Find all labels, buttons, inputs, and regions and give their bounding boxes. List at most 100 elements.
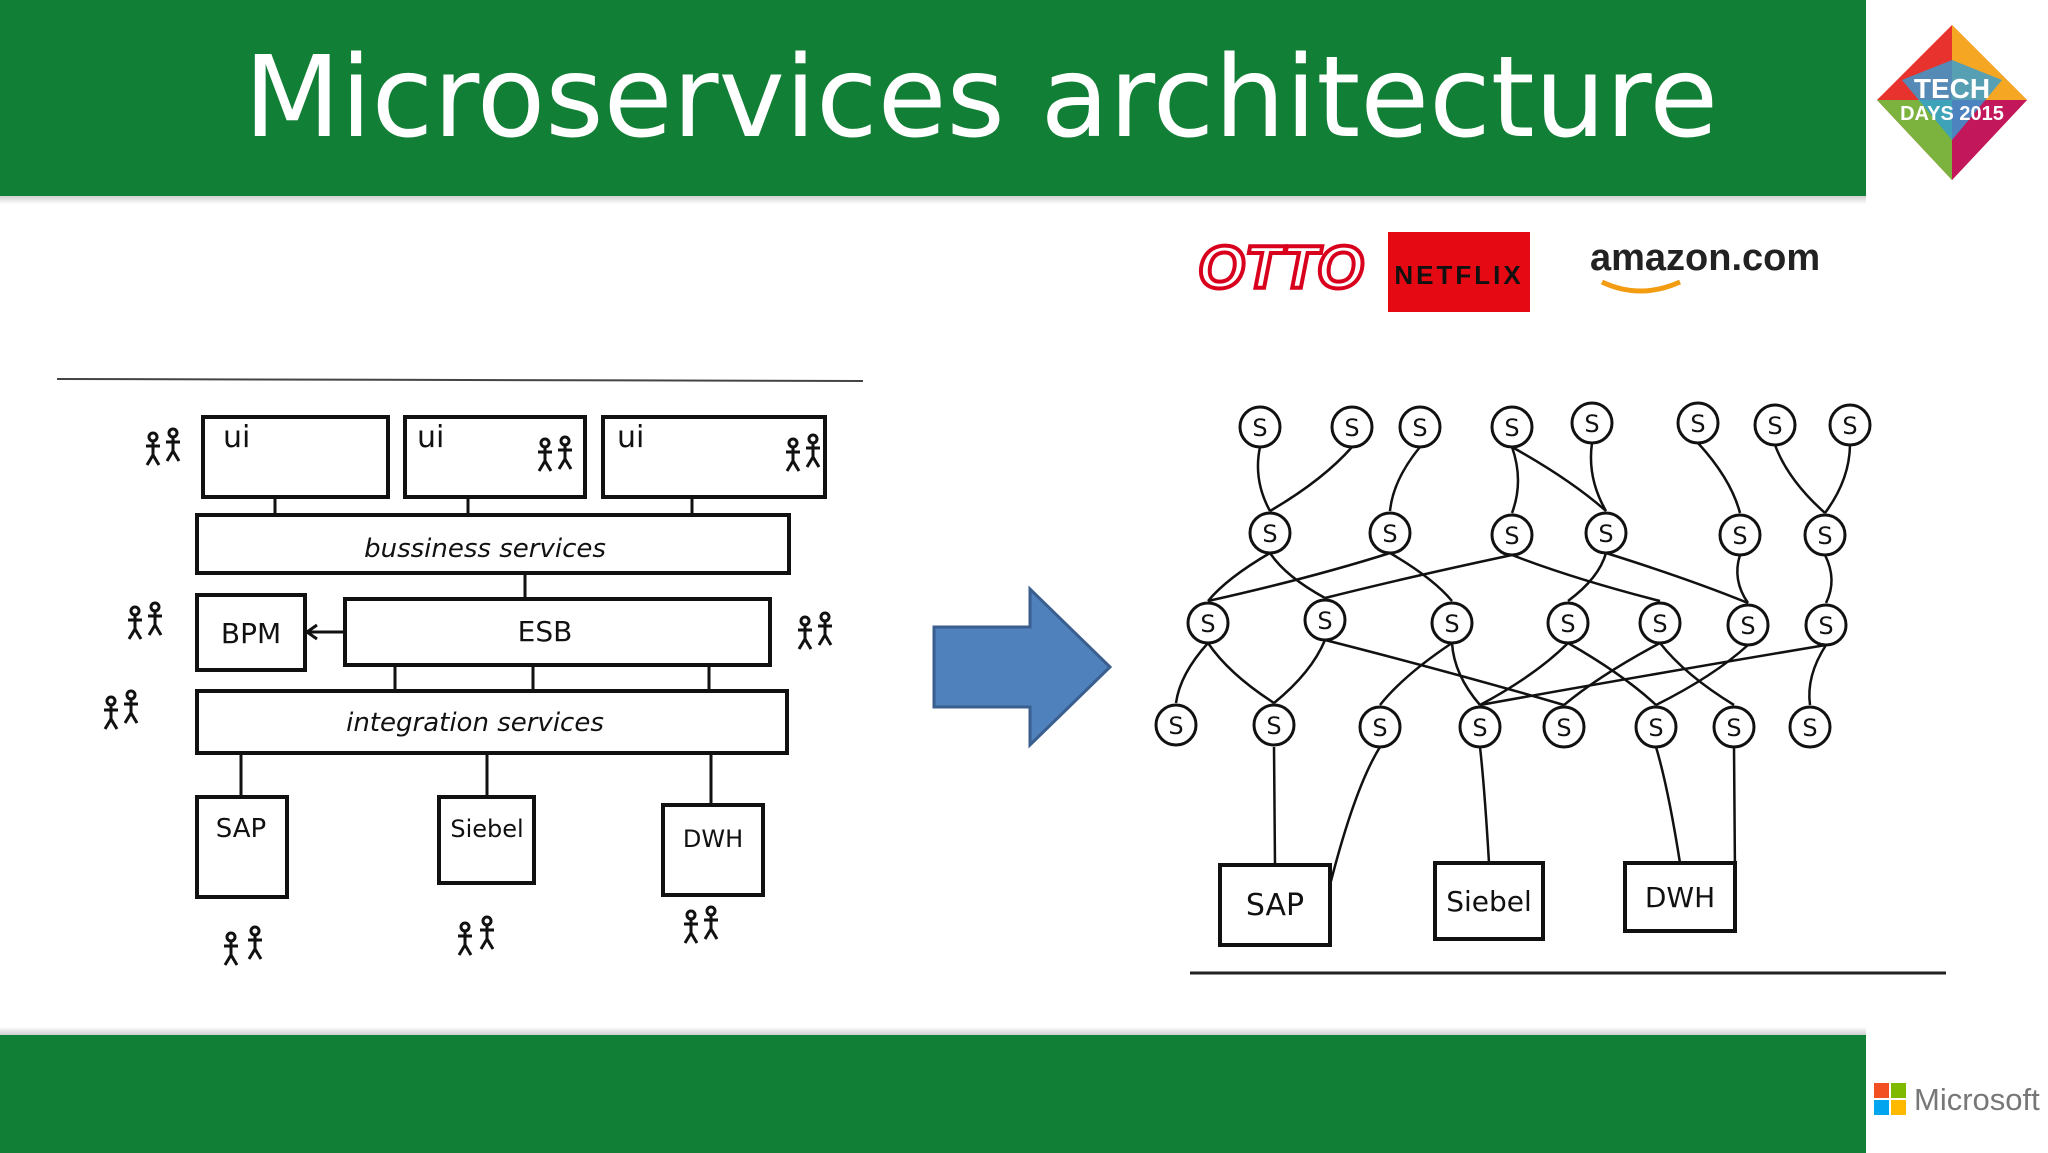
service-link bbox=[1206, 642, 1275, 705]
dwh-box bbox=[661, 803, 765, 897]
service-node bbox=[1712, 705, 1756, 749]
service-node bbox=[1154, 703, 1198, 747]
service-node-label: S bbox=[1168, 712, 1183, 740]
service-node-label: S bbox=[1817, 522, 1832, 550]
ui-box-1 bbox=[201, 415, 390, 499]
service-link bbox=[1659, 642, 1735, 707]
service-node bbox=[1584, 511, 1628, 555]
service-node bbox=[1248, 511, 1292, 555]
service-node bbox=[1726, 603, 1770, 647]
monolith-diagram: ui ui ui bussiness services BPM ESB inte… bbox=[56, 378, 864, 966]
amazon-smile-icon bbox=[1600, 279, 1682, 294]
service-link bbox=[1567, 552, 1608, 603]
title-bar-shadow bbox=[0, 196, 1866, 204]
netflix-logo: NETFLIX bbox=[1394, 260, 1523, 290]
integration-services-label: integration services bbox=[346, 708, 604, 738]
ms-siebel-label: Siebel bbox=[1446, 885, 1532, 918]
bpm-box bbox=[195, 593, 307, 672]
service-node-label: S bbox=[1648, 714, 1663, 742]
service-link bbox=[1510, 446, 1520, 514]
siebel-box bbox=[437, 795, 536, 885]
service-node-label: S bbox=[1690, 410, 1705, 438]
footer-shadow bbox=[0, 1027, 1866, 1035]
service-node-label: S bbox=[1818, 612, 1833, 640]
backend-link bbox=[1654, 746, 1682, 864]
service-link bbox=[1479, 643, 1827, 707]
people-icons bbox=[103, 427, 833, 966]
service-node-label: S bbox=[1556, 714, 1571, 742]
service-link bbox=[1379, 641, 1453, 706]
service-node bbox=[1238, 405, 1282, 449]
service-node bbox=[1430, 601, 1474, 645]
ui-box-3-label: ui bbox=[617, 420, 644, 455]
service-link bbox=[1655, 644, 1749, 707]
service-link bbox=[1511, 553, 1661, 603]
service-link bbox=[1736, 554, 1750, 604]
backend-link bbox=[1732, 746, 1737, 876]
service-node bbox=[1546, 601, 1590, 645]
service-node-label: S bbox=[1266, 712, 1281, 740]
service-node-label: S bbox=[1802, 714, 1817, 742]
otto-logo: OTTO bbox=[1198, 234, 1364, 301]
service-node bbox=[1788, 705, 1832, 749]
service-link bbox=[1207, 551, 1391, 603]
transition-arrow-icon bbox=[932, 585, 1113, 749]
amazon-logo: amazon.com bbox=[1590, 237, 1820, 279]
slide-title: Microservices architecture bbox=[243, 33, 1719, 163]
backend-link bbox=[1272, 746, 1277, 866]
service-link bbox=[1563, 641, 1661, 706]
brand-logos: OTTO NETFLIX amazon.com bbox=[1196, 232, 1820, 312]
microsoft-logo-square bbox=[1891, 1100, 1906, 1115]
service-node bbox=[1753, 403, 1797, 447]
service-link bbox=[1388, 446, 1421, 512]
service-node-label: S bbox=[1767, 412, 1782, 440]
service-link bbox=[1256, 446, 1272, 512]
ui-box-2-label: ui bbox=[417, 420, 444, 455]
microsoft-logo-icon bbox=[1874, 1083, 1889, 1098]
service-node bbox=[1676, 401, 1720, 445]
service-link bbox=[1823, 444, 1852, 514]
service-node-label: S bbox=[1344, 414, 1359, 442]
service-link bbox=[1389, 551, 1453, 602]
ms-dwh-box bbox=[1623, 861, 1737, 933]
backend-link bbox=[1478, 746, 1491, 864]
netflix-logo-bg bbox=[1388, 232, 1530, 312]
service-node-label: S bbox=[1740, 612, 1755, 640]
service-node-label: S bbox=[1382, 520, 1397, 548]
service-link bbox=[1808, 644, 1828, 706]
service-node-label: S bbox=[1504, 522, 1519, 550]
service-node bbox=[1803, 513, 1847, 557]
service-node bbox=[1358, 705, 1402, 749]
ms-dwh-label: DWH bbox=[1645, 881, 1715, 914]
microsoft-brand: Microsoft bbox=[1914, 1082, 2040, 1117]
service-node-label: S bbox=[1584, 410, 1599, 438]
service-node-label: S bbox=[1372, 714, 1387, 742]
service-link bbox=[1605, 551, 1749, 605]
service-link bbox=[1273, 639, 1327, 704]
service-node-label: S bbox=[1444, 610, 1459, 638]
service-node bbox=[1634, 705, 1678, 749]
service-node bbox=[1638, 601, 1682, 645]
ui-box-3 bbox=[601, 415, 827, 499]
microsoft-logo-square bbox=[1874, 1100, 1889, 1115]
integration-services-box bbox=[195, 689, 789, 755]
ms-sap-box bbox=[1218, 863, 1332, 947]
service-link bbox=[1207, 551, 1271, 602]
service-node bbox=[1368, 511, 1412, 555]
service-node-label: S bbox=[1504, 414, 1519, 442]
ms-sap-label: SAP bbox=[1246, 888, 1304, 923]
service-link bbox=[1324, 553, 1513, 600]
service-node bbox=[1186, 601, 1230, 645]
service-node bbox=[1542, 705, 1586, 749]
service-link bbox=[1697, 442, 1742, 514]
tech-days-text: TECH bbox=[1914, 73, 1990, 104]
service-node bbox=[1458, 705, 1502, 749]
svg-text:DAYS 2015: DAYS 2015 bbox=[1900, 103, 2004, 125]
esb-label: ESB bbox=[518, 615, 573, 648]
ui-box-2 bbox=[403, 415, 587, 499]
service-link bbox=[1567, 641, 1657, 706]
service-node bbox=[1570, 401, 1614, 445]
siebel-label: Siebel bbox=[450, 815, 523, 843]
ms-siebel-box bbox=[1433, 861, 1545, 941]
